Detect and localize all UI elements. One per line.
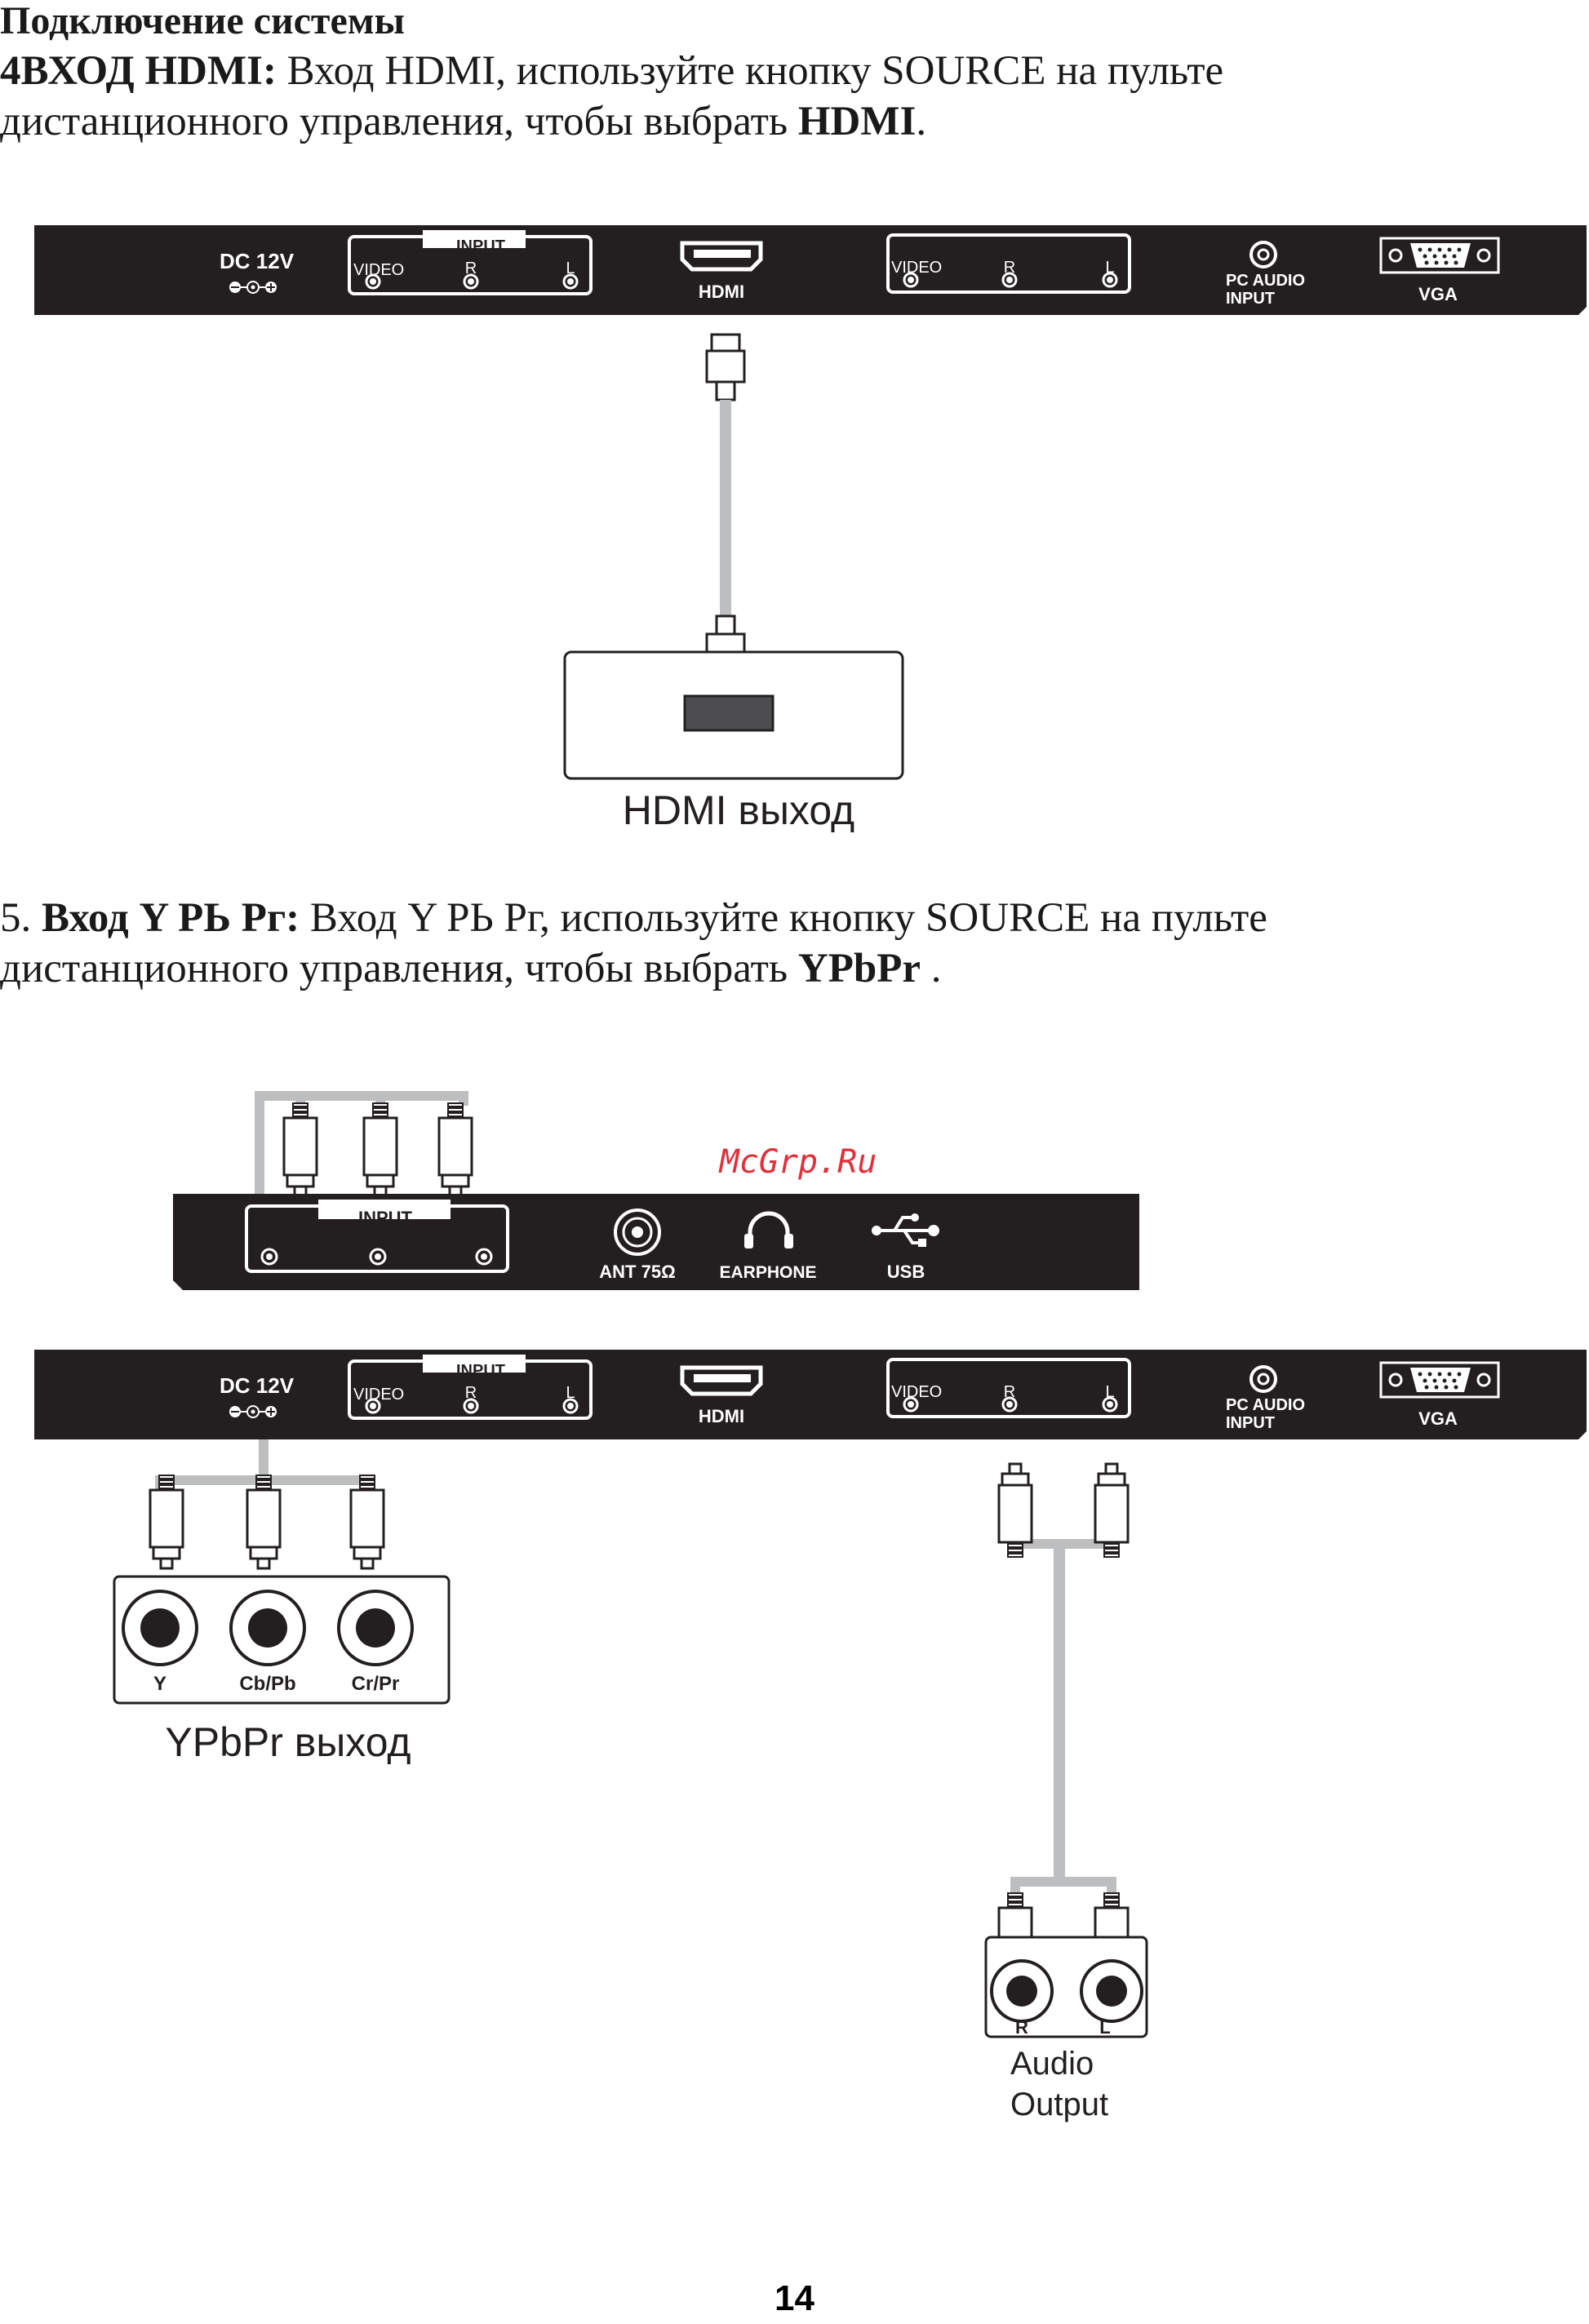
section5-text2: дистанционного управления, чтобы выбрать — [0, 946, 798, 991]
rca-plug-top-1 — [282, 1102, 318, 1198]
video-label-4: VIDEO — [891, 1383, 942, 1401]
r-label-2: R — [1004, 259, 1015, 277]
section4-title: ВХОД HDMI: — [20, 48, 277, 94]
tv-side-panel — [173, 1194, 1139, 1290]
section5-end: . — [921, 946, 942, 991]
l-label-3: L — [566, 1384, 575, 1402]
watermark: McGrp.Ru — [718, 1143, 877, 1181]
section4-end: . — [916, 99, 927, 144]
section5-title: Вход Y РЬ Рг: — [42, 895, 300, 941]
video-label-2: VIDEO — [891, 259, 942, 277]
hdmi-port-label-2: HDMI — [699, 1406, 744, 1426]
page-number: 14 — [775, 2278, 814, 2318]
vga-label-2: VGA — [1418, 1408, 1458, 1429]
input-label: INPUT — [456, 237, 505, 255]
l-label-2: L — [1105, 259, 1114, 277]
usb-label: USB — [887, 1262, 925, 1282]
section5-bold: YPbPr — [797, 946, 921, 991]
audio-output-label-1: Audio — [1010, 2046, 1094, 2082]
rca-plug-top-3 — [437, 1102, 473, 1198]
cr-label: Cr/Pr — [352, 1673, 400, 1695]
page-title: Подключение системы — [0, 0, 405, 42]
section5-line1: 5. Вход Y РЬ Рг: Вход Y РЬ Рг, используй… — [0, 893, 1267, 943]
dc-label: DC 12V — [220, 249, 295, 273]
r-label-3: R — [465, 1384, 477, 1402]
cb-label: Cb/Pb — [239, 1673, 295, 1695]
audio-cable — [1010, 1534, 1116, 1900]
side-input-label: INPUT — [358, 1208, 413, 1228]
section4-line2: дистанционного управления, чтобы выбрать… — [0, 96, 926, 147]
rca-plug-audio-l-top — [1095, 1464, 1128, 1557]
l-label: L — [566, 259, 575, 277]
section4-bold: HDMI — [797, 99, 917, 144]
dc-label-2: DC 12V — [220, 1373, 295, 1398]
ypbpr-source-device — [113, 1575, 451, 1705]
audio-output-label-2: Output — [1010, 2087, 1108, 2122]
audio-r-label: R — [1015, 2017, 1028, 2038]
rca-plug-pb — [246, 1474, 282, 1570]
ypbpr-output-label: YPbPr выход — [165, 1719, 411, 1765]
vga-label: VGA — [1418, 284, 1458, 304]
hdmi-port-label: HDMI — [699, 282, 744, 302]
pc-audio-input-label-2: INPUT — [1226, 1414, 1275, 1432]
section5-text1: Вход Y РЬ Рг, используйте кнопку SOURCE … — [300, 895, 1267, 941]
rca-plug-y — [149, 1474, 184, 1570]
y-label: Y — [153, 1673, 166, 1695]
hdmi-cable — [705, 333, 746, 690]
section4-text1: Вход HDMI, используйте кнопку SOURCE на … — [276, 48, 1224, 94]
section4-line1: 4ВХОД HDMI: Вход HDMI, используйте кнопк… — [0, 46, 1223, 96]
audio-l-label: L — [1099, 2017, 1110, 2038]
pc-audio-input-label: INPUT — [1226, 290, 1275, 308]
video-label-3: VIDEO — [353, 1386, 404, 1404]
pc-audio-label-2: PC AUDIO — [1226, 1396, 1305, 1414]
hdmi-output-label: HDMI выход — [623, 787, 854, 833]
pc-audio-label: PC AUDIO — [1226, 272, 1305, 290]
l-label-4: L — [1105, 1383, 1114, 1401]
section4-text2: дистанционного управления, чтобы выбрать — [0, 99, 798, 144]
video-label: VIDEO — [353, 261, 404, 279]
ant-label: ANT 75Ω — [599, 1262, 675, 1282]
section5-number: 5. — [0, 895, 32, 941]
audio-output-device — [984, 1936, 1148, 2038]
section4-number: 4 — [0, 48, 21, 94]
hdmi-source-device — [563, 650, 904, 780]
rca-plug-pr — [349, 1474, 385, 1570]
section5-line2: дистанционного управления, чтобы выбрать… — [0, 943, 942, 994]
r-label-4: R — [1004, 1383, 1015, 1401]
input-label-2: INPUT — [456, 1362, 505, 1380]
rca-plug-top-2 — [362, 1102, 398, 1198]
r-label: R — [465, 259, 477, 277]
rca-plug-audio-r-top — [999, 1464, 1032, 1557]
earphone-label: EARPHONE — [719, 1263, 816, 1282]
